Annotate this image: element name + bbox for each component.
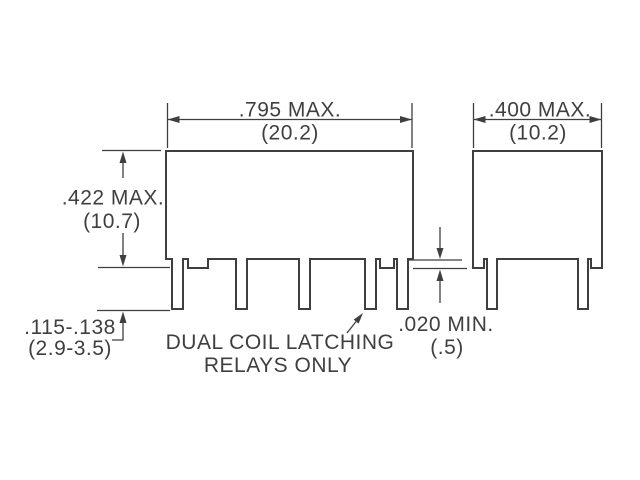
label-pin-length-mm: (2.9-3.5) [28, 337, 112, 360]
arrowhead-pin-length [119, 311, 127, 323]
label-pin-length-inches: .115-.138 [24, 316, 116, 339]
label-side-width-mm: (10.2) [509, 122, 567, 145]
label-note-line1: DUAL COIL LATCHING [166, 331, 395, 354]
dimension-labels: .795 MAX. (20.2) .400 MAX. (10.2) .422 M… [24, 99, 591, 378]
side-view-outline [472, 150, 603, 310]
label-standoff-inches: .020 MIN. [398, 313, 494, 336]
arrowhead-standoff-up [436, 269, 444, 281]
front-view-outline [165, 150, 414, 310]
arrowhead-side-width-right [589, 116, 602, 123]
dimension-lines [97, 103, 603, 341]
arrowheads [119, 116, 602, 324]
label-side-width-inches: .400 MAX. [489, 99, 592, 122]
arrowhead-side-width-left [473, 116, 486, 123]
label-front-width-inches: .795 MAX. [239, 99, 342, 122]
arrowhead-body-height-bottom [119, 255, 127, 267]
arrowhead-standoff-down [436, 248, 444, 259]
leader-pin-length [112, 316, 124, 341]
label-body-height-mm: (10.7) [83, 210, 141, 233]
arrowhead-front-width-right [400, 116, 412, 123]
leader-note-line [346, 321, 357, 334]
label-front-width-mm: (20.2) [261, 122, 319, 145]
arrowhead-front-width-left [167, 116, 180, 123]
label-standoff-mm: (.5) [430, 336, 464, 359]
part-outlines [165, 150, 603, 310]
label-body-height-inches: .422 MAX. [62, 187, 165, 210]
label-note-line2: RELAYS ONLY [204, 354, 352, 377]
arrowhead-note-leader [353, 313, 363, 324]
arrowhead-body-height-top [119, 151, 127, 163]
